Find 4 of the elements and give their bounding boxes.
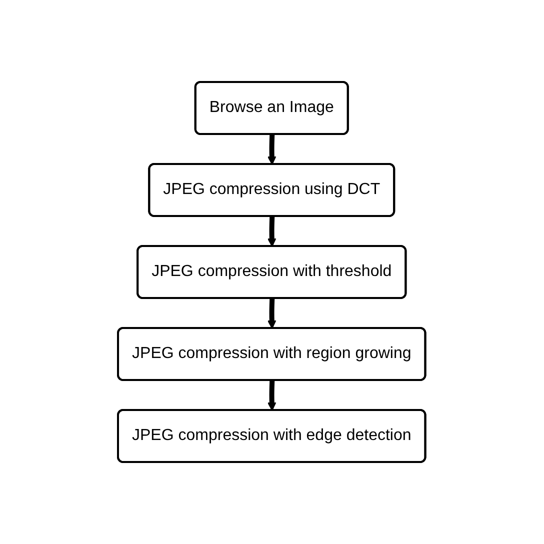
arrow bbox=[268, 134, 277, 165]
arrow bbox=[268, 298, 277, 329]
arrow bbox=[268, 216, 277, 247]
arrow bbox=[268, 380, 277, 411]
